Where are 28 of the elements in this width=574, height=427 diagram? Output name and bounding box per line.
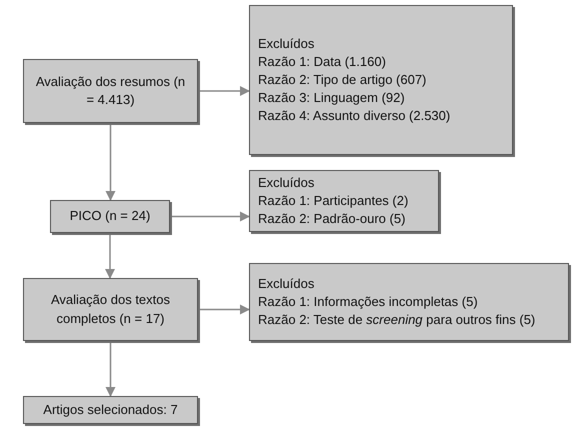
box-label: PICO (n = 24) — [70, 207, 150, 226]
box-label: Avaliação dos resumos (n = 4.413) — [34, 72, 186, 109]
exclusion-box — [249, 5, 513, 155]
arrow — [198, 304, 250, 314]
exclusion-reason: Razão 4: Assunto diverso (2.530) — [258, 107, 450, 126]
exclusion-reason: Razão 3: Linguagem (92) — [258, 89, 405, 108]
exclusion-reason: Razão 1: Participantes (2) — [258, 192, 408, 210]
exclusion-box — [249, 170, 439, 232]
exclusion-reason: Razão 2: Teste de screening para outros fins (5) — [258, 311, 536, 330]
process-box — [23, 278, 198, 341]
box-heading: Excluídos — [258, 274, 314, 293]
process-box — [50, 200, 170, 233]
box-label: Artigos selecionados: 7 — [43, 400, 178, 419]
exclusion-reason: Razão 1: Informações incompletas (5) — [258, 292, 478, 311]
arrow — [105, 233, 115, 279]
process-box — [23, 396, 198, 424]
arrow — [106, 123, 116, 201]
arrow — [170, 212, 250, 222]
arrow — [106, 341, 116, 397]
exclusion-reason: Razão 1: Data (1.160) — [258, 52, 386, 71]
exclusion-reason: Razão 2: Padrão-ouro (5) — [258, 210, 406, 228]
exclusion-reason: Razão 2: Tipo de artigo (607) — [258, 70, 426, 89]
exclusion-box — [249, 263, 569, 341]
box-label: Avaliação dos textos completos (n = 17) — [50, 291, 171, 328]
arrow — [198, 86, 250, 96]
process-box — [23, 59, 198, 123]
box-heading: Excluídos — [258, 34, 314, 53]
box-heading: Excluídos — [258, 174, 314, 192]
